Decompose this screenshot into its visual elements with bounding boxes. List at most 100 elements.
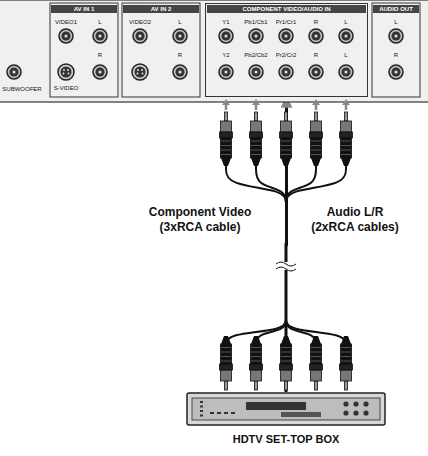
drawing-part bbox=[12, 70, 15, 73]
set-top-box: HDTV SET-TOP BOX bbox=[186, 392, 386, 445]
drawing-part bbox=[311, 347, 321, 348]
drawing-part bbox=[221, 138, 232, 158]
drawing-part bbox=[10, 68, 19, 77]
drawing-part bbox=[63, 69, 65, 71]
drawing-part bbox=[255, 381, 258, 390]
drawing-part bbox=[310, 132, 323, 138]
drawing-part bbox=[341, 150, 351, 151]
drawing-part bbox=[342, 68, 351, 77]
jack-label: Pb2/Cb2 bbox=[244, 52, 267, 58]
drawing-part bbox=[224, 70, 227, 73]
set-top-box-part bbox=[231, 412, 235, 414]
rca-plug bbox=[250, 112, 263, 166]
set-top-box-part bbox=[210, 412, 214, 414]
drawing-part bbox=[254, 34, 257, 37]
drawing-part bbox=[342, 32, 351, 41]
jack-label: Pr1/Cr1 bbox=[276, 19, 297, 25]
drawing-part bbox=[312, 68, 321, 77]
drawing-part bbox=[250, 132, 263, 138]
drawing-part bbox=[133, 29, 147, 43]
drawing-part bbox=[132, 64, 148, 80]
cable-wire bbox=[226, 318, 286, 346]
drawing-part bbox=[137, 69, 139, 71]
drawing-part bbox=[311, 121, 322, 132]
drawing-part bbox=[281, 347, 291, 348]
section-header: AUDIO OUT bbox=[373, 5, 419, 13]
drawing-part bbox=[255, 112, 258, 121]
rca-jack bbox=[173, 29, 187, 43]
drawing-part bbox=[221, 356, 231, 357]
drawing-part bbox=[281, 361, 291, 362]
drawing-part bbox=[341, 356, 351, 357]
section-outline bbox=[372, 3, 420, 97]
set-top-box-part bbox=[353, 401, 358, 406]
drawing-part bbox=[225, 381, 228, 390]
drawing-part bbox=[279, 29, 293, 43]
cable-break bbox=[276, 262, 296, 266]
rca-plug bbox=[220, 112, 233, 166]
set-top-box-part bbox=[363, 401, 368, 406]
jack-label: S-VIDEO bbox=[54, 85, 79, 91]
set-top-box-part bbox=[353, 410, 358, 415]
set-top-box-part bbox=[343, 401, 348, 406]
jack-label: L bbox=[344, 19, 347, 25]
drawing-part bbox=[68, 73, 70, 75]
s-video-jack bbox=[58, 64, 74, 80]
drawing-part bbox=[249, 29, 263, 43]
drawing-part bbox=[178, 34, 181, 37]
drawing-part bbox=[221, 344, 232, 364]
drawing-part bbox=[281, 154, 291, 155]
drawing-part bbox=[280, 132, 293, 138]
drawing-part bbox=[221, 154, 231, 155]
section-header: COMPONENT VIDEO/AUDIO IN bbox=[207, 5, 366, 13]
drawing-part bbox=[341, 344, 352, 364]
rca-jack bbox=[219, 65, 233, 79]
drawing-part bbox=[311, 154, 321, 155]
rca-plug bbox=[250, 336, 263, 390]
rca-jack bbox=[389, 65, 403, 79]
drawing-part bbox=[7, 65, 21, 79]
jack-label: L bbox=[394, 19, 397, 25]
drawing-part bbox=[341, 138, 352, 158]
rca-jack bbox=[249, 29, 263, 43]
drawing-part bbox=[311, 344, 322, 364]
drawing-part bbox=[341, 347, 351, 348]
drawing-part bbox=[284, 70, 287, 73]
drawing-part bbox=[251, 347, 261, 348]
drawing-part bbox=[281, 344, 292, 364]
rca-jack bbox=[7, 65, 21, 79]
drawing-part bbox=[392, 32, 401, 41]
rca-jack bbox=[279, 29, 293, 43]
drawing-part bbox=[311, 352, 321, 353]
drawing-part bbox=[221, 352, 231, 353]
drawing-part bbox=[339, 65, 353, 79]
drawing-part bbox=[281, 145, 291, 146]
drawing-part bbox=[339, 29, 353, 43]
drawing-part bbox=[281, 150, 291, 151]
drawing-part bbox=[225, 112, 228, 121]
drawing-part bbox=[280, 364, 293, 370]
drawing-part bbox=[314, 70, 317, 73]
set-top-box-part bbox=[200, 401, 203, 403]
rca-jack bbox=[249, 65, 263, 79]
device-caption: HDTV SET-TOP BOX bbox=[186, 433, 386, 445]
jack-label: L bbox=[178, 19, 181, 25]
drawing-part bbox=[281, 356, 291, 357]
drawing-part bbox=[281, 158, 291, 166]
drawing-part bbox=[221, 336, 231, 344]
set-top-box-drawing bbox=[186, 392, 386, 428]
drawing-part bbox=[142, 73, 144, 75]
cable-label: Audio L/R (2xRCA cables) bbox=[305, 205, 405, 235]
drawing-part bbox=[221, 370, 232, 381]
jack-label: L bbox=[98, 19, 101, 25]
jack-label: Pr2/Cr2 bbox=[276, 52, 297, 58]
insert-arrow bbox=[342, 99, 350, 105]
drawing-part bbox=[249, 65, 263, 79]
drawing-part bbox=[221, 361, 231, 362]
section-header: AV IN 2 bbox=[123, 5, 199, 13]
drawing-part bbox=[221, 141, 231, 142]
section-outline bbox=[50, 3, 118, 97]
drawing-part bbox=[220, 364, 233, 370]
section-outline bbox=[122, 3, 200, 97]
tv-back-panel bbox=[0, 0, 428, 102]
